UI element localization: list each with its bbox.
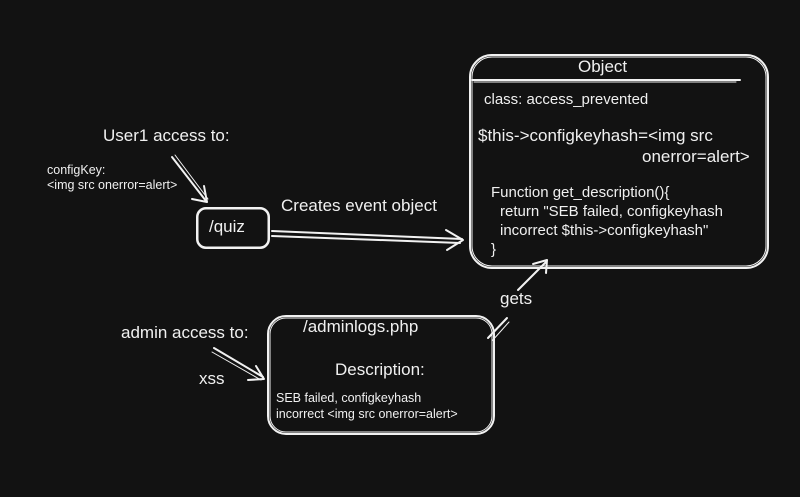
user1-access-label: User1 access to: — [103, 126, 230, 145]
admin-to-adminlogs-arrow — [211, 347, 265, 381]
user1-to-quiz-arrow — [171, 154, 209, 203]
object-box-title: Object — [578, 57, 628, 76]
adminlogs-to-object-arrow — [487, 259, 548, 342]
xss-label: xss — [199, 369, 225, 388]
quiz-to-object-arrow — [271, 229, 464, 251]
object-box-outline — [469, 54, 769, 269]
description-line-2: incorrect <img src onerror=alert> — [276, 407, 458, 421]
quiz-box-outline — [196, 207, 270, 249]
object-function-line-3: incorrect $this->configkeyhash" — [500, 222, 709, 239]
description-label: Description: — [335, 360, 425, 379]
object-property-line-1: $this->configkeyhash=<img src — [478, 126, 713, 145]
object-property-line-2: onerror=alert> — [642, 147, 750, 166]
object-class-line: class: access_prevented — [484, 91, 649, 108]
description-line-1: SEB failed, configkeyhash — [276, 391, 422, 405]
config-key-label: configKey: — [47, 163, 106, 177]
quiz-box-label: /quiz — [209, 217, 245, 236]
object-function-line-4: } — [491, 241, 497, 258]
gets-label: gets — [500, 289, 533, 308]
object-function-line-1: Function get_description(){ — [491, 184, 670, 201]
creates-event-object-label: Creates event object — [281, 196, 437, 215]
config-key-value: <img src onerror=alert> — [47, 178, 178, 192]
adminlogs-box-outline — [267, 315, 495, 435]
adminlogs-box-title: /adminlogs.php — [303, 317, 419, 336]
object-function-line-2: return "SEB failed, configkeyhash — [500, 203, 723, 220]
admin-access-label: admin access to: — [121, 323, 249, 342]
